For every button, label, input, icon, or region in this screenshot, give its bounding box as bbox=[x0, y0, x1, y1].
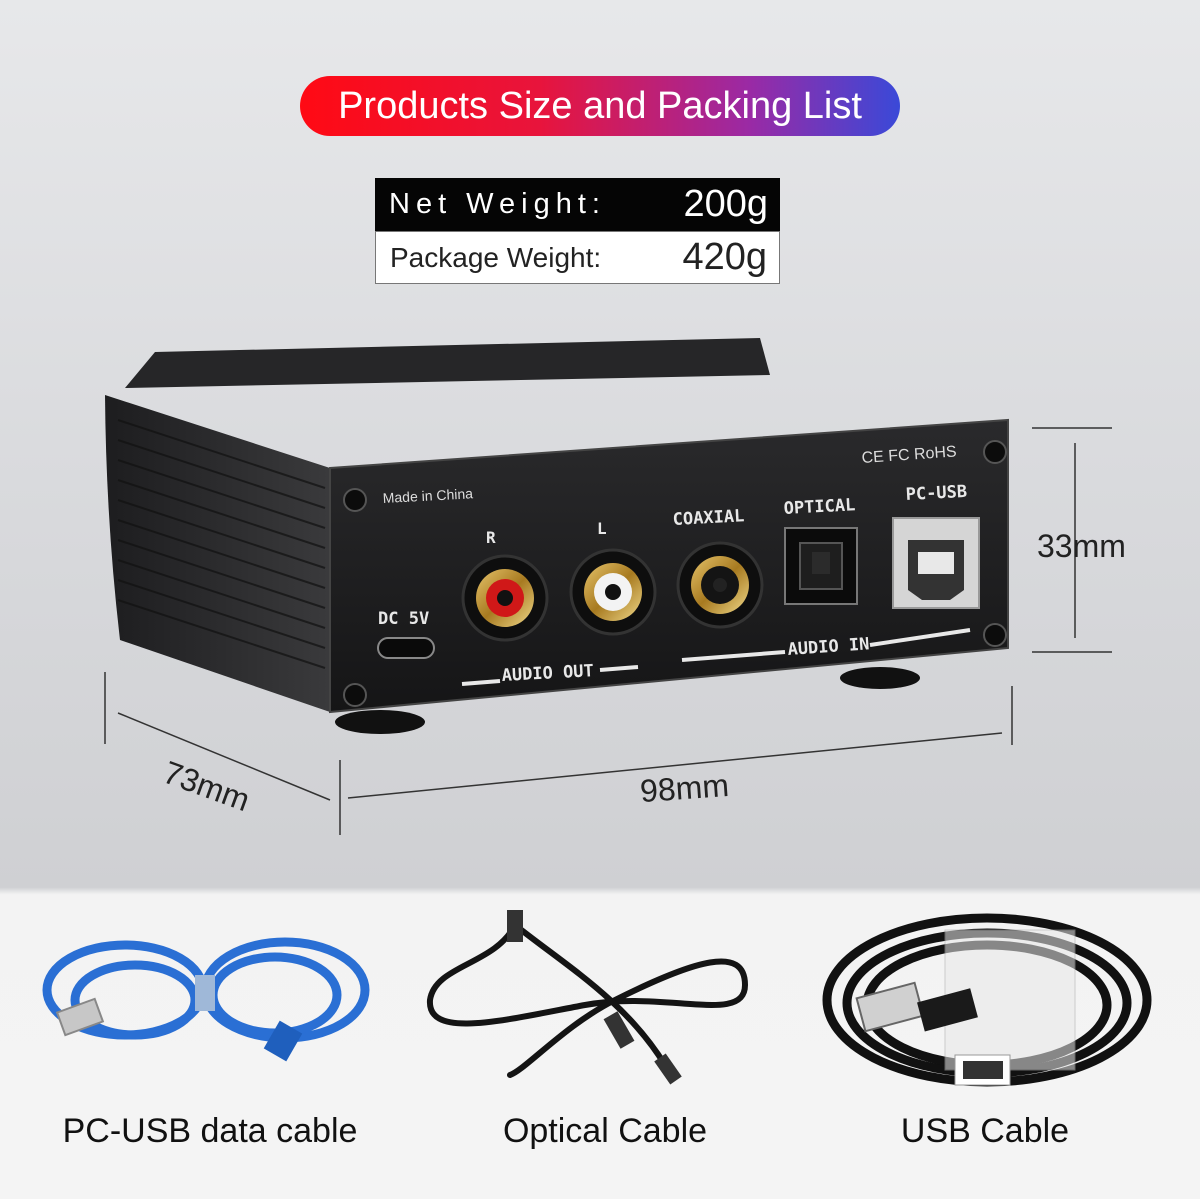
rca-l-jack bbox=[569, 548, 657, 636]
optical-label: OPTICAL bbox=[783, 495, 856, 519]
dimension-lines bbox=[104, 427, 1112, 835]
silkscreen-lines bbox=[461, 628, 971, 686]
page-title: Products Size and Packing List bbox=[300, 76, 900, 136]
height-dimension: 33mm bbox=[1037, 528, 1126, 564]
package-weight-label: Package Weight: bbox=[390, 241, 602, 273]
package-weight-row: Package Weight: 420g bbox=[375, 231, 780, 284]
net-weight-value: 200g bbox=[683, 183, 768, 225]
rca-r-jack bbox=[461, 554, 549, 642]
foot-right bbox=[840, 667, 920, 689]
made-in-label: Made in China bbox=[382, 485, 473, 506]
device-top bbox=[125, 338, 770, 388]
coaxial-jack bbox=[676, 541, 764, 629]
usb-c-power-port bbox=[377, 637, 435, 659]
foot-left bbox=[335, 710, 425, 734]
audio-out-label: AUDIO OUT bbox=[501, 661, 594, 686]
screws bbox=[343, 440, 1007, 707]
width-dimension: 98mm bbox=[638, 766, 731, 810]
optical-cable-image bbox=[426, 910, 749, 1085]
net-weight-label: Net Weight: bbox=[389, 188, 606, 220]
r-label: R bbox=[486, 528, 496, 547]
weight-table: Net Weight: 200g Package Weight: 420g bbox=[375, 178, 780, 284]
usb-b-port bbox=[892, 517, 980, 609]
dc-label: DC 5V bbox=[378, 609, 429, 629]
dac-device-illustration: Made in China R L COAXIAL OPTICAL PC-USB… bbox=[104, 338, 1112, 835]
l-label: L bbox=[597, 519, 607, 538]
usb-cable-image bbox=[822, 913, 1152, 1087]
coaxial-label: COAXIAL bbox=[672, 506, 745, 530]
pc-usb-data-cable-label: PC-USB data cable bbox=[62, 1112, 358, 1150]
usb-cable-label: USB Cable bbox=[900, 1112, 1070, 1150]
package-weight-value: 420g bbox=[682, 236, 767, 278]
optical-cable-label: Optical Cable bbox=[502, 1112, 708, 1150]
heat-fins bbox=[117, 419, 326, 669]
certification-marks: CE FC RoHS bbox=[861, 443, 957, 467]
pc-usb-data-cable-image bbox=[42, 937, 370, 1062]
pc-usb-label: PC-USB bbox=[905, 482, 967, 505]
net-weight-row: Net Weight: 200g bbox=[375, 178, 780, 231]
optical-port bbox=[784, 527, 858, 605]
